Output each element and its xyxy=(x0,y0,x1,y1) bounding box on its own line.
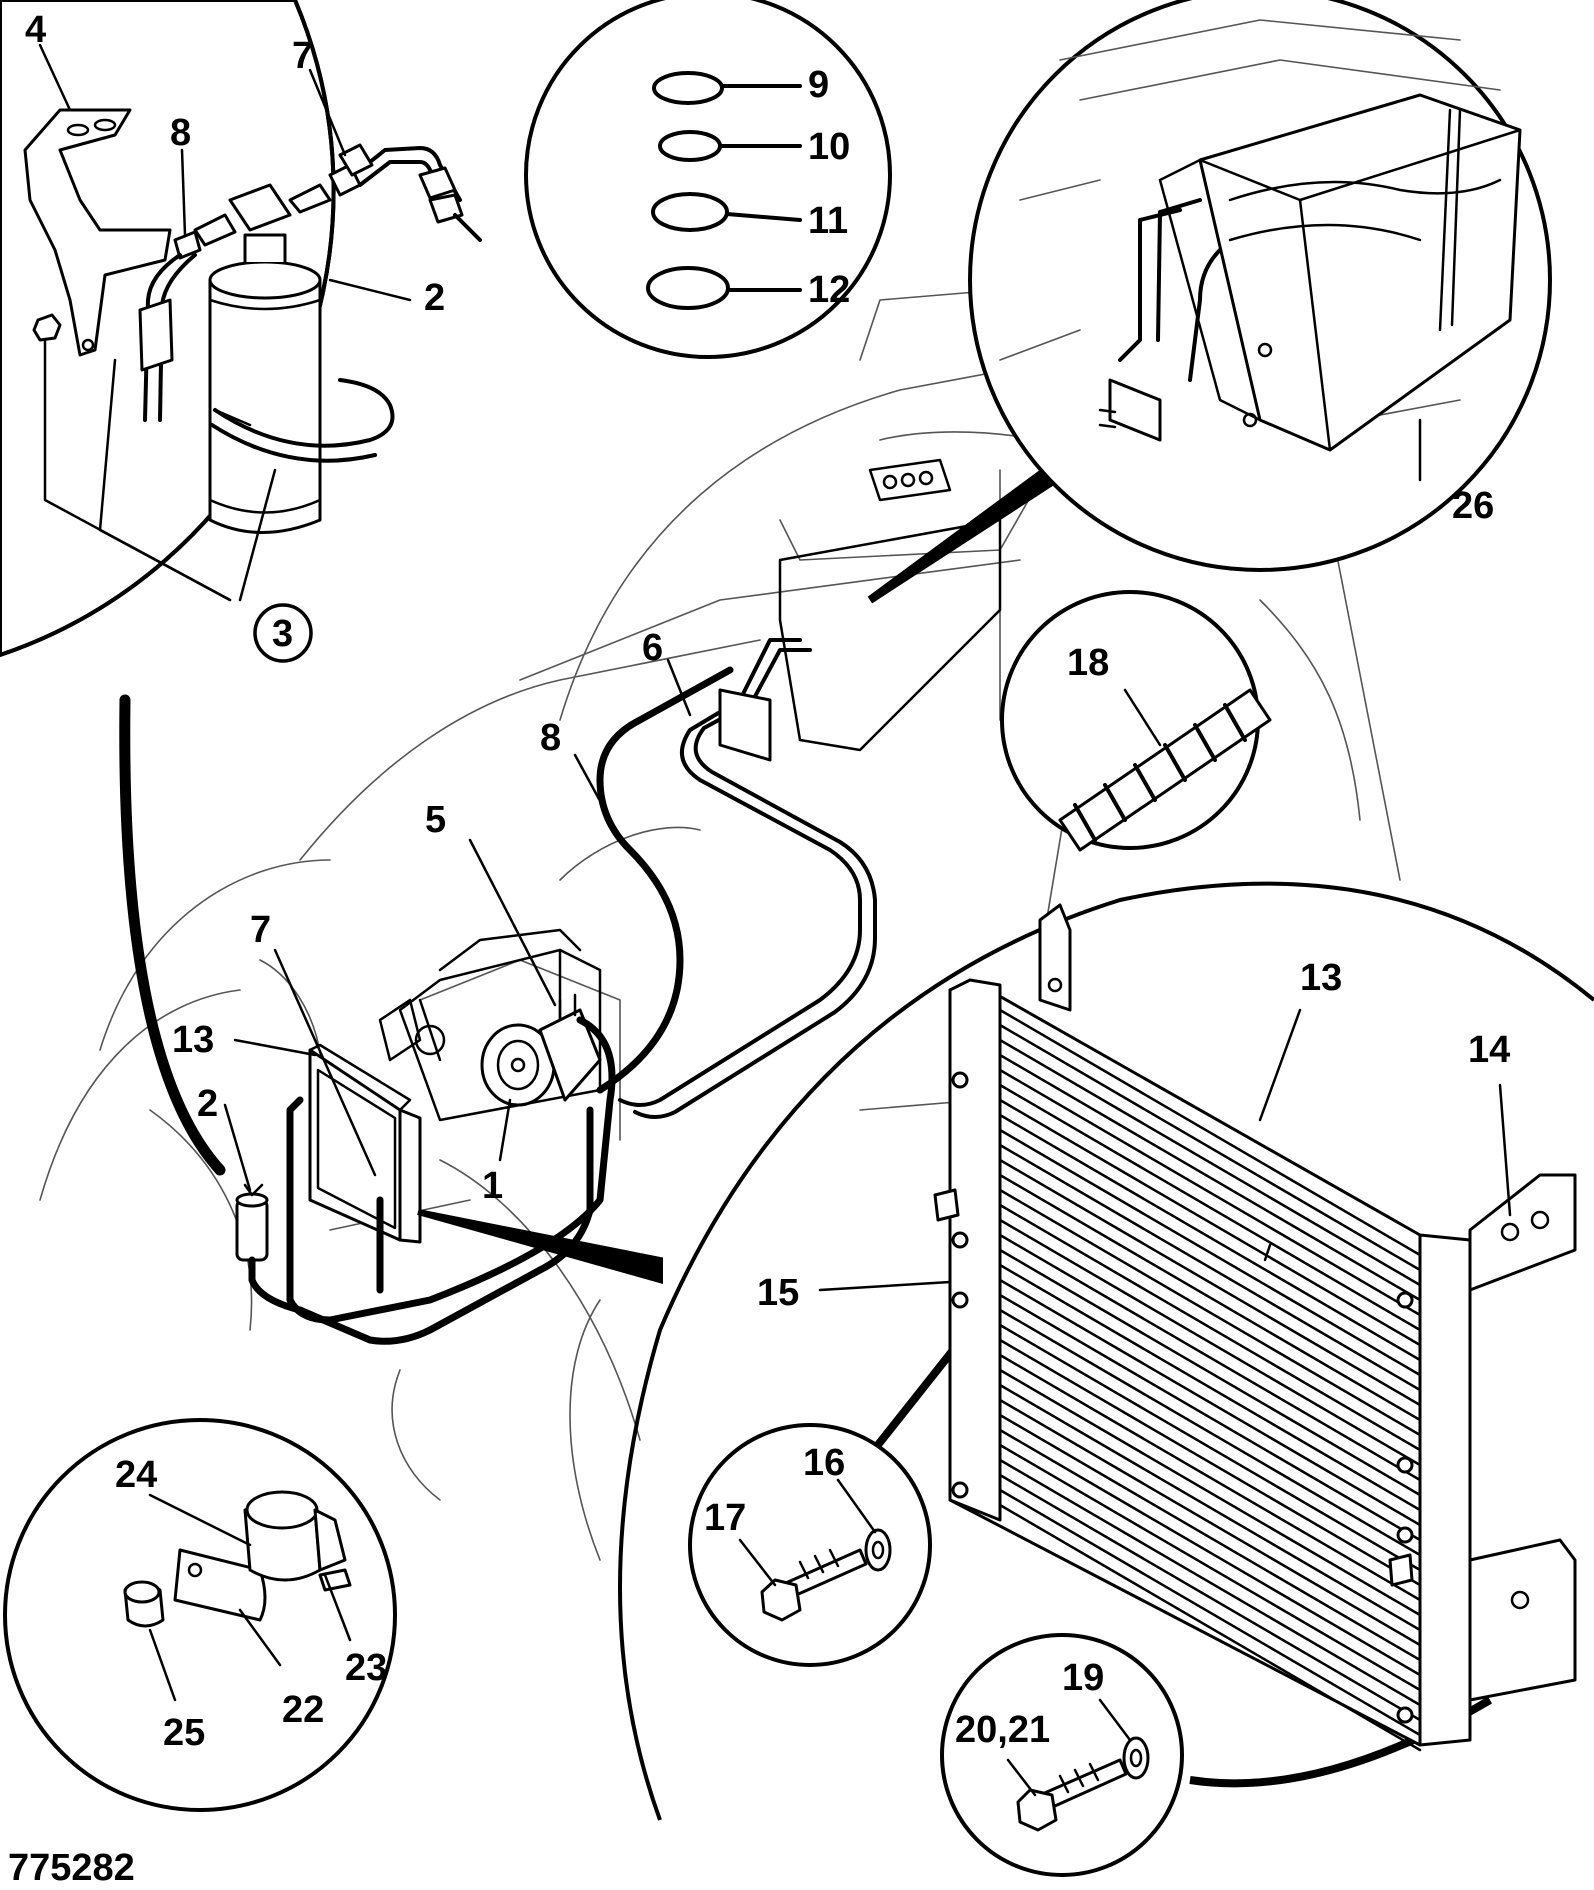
callout-24: 24 xyxy=(115,1454,157,1496)
condenser-small xyxy=(308,1043,422,1244)
callout-4: 4 xyxy=(25,9,46,51)
refrigerant-hoses xyxy=(248,638,877,1345)
condenser-fin-line xyxy=(998,1083,1422,1332)
condenser-fin-line xyxy=(998,1398,1422,1647)
callout-26: 26 xyxy=(1452,485,1494,527)
callout-9: 9 xyxy=(808,64,829,106)
condenser-fin-line xyxy=(998,1098,1422,1347)
callout-19: 19 xyxy=(1062,1657,1104,1699)
condenser-fin-line xyxy=(998,1218,1422,1467)
callout-3-circle xyxy=(253,603,313,663)
condenser-fin-line xyxy=(998,1428,1422,1677)
callout-11: 11 xyxy=(808,200,848,242)
condenser-fin-line xyxy=(998,1368,1422,1617)
condenser-fin-line xyxy=(998,1293,1422,1542)
callout-18: 18 xyxy=(1067,642,1109,684)
condenser-fin-line xyxy=(998,1113,1422,1362)
callout-8: 8 xyxy=(540,717,561,759)
condenser-fin-line xyxy=(998,1473,1422,1722)
bulkhead-grommet-plate xyxy=(718,688,772,762)
condenser-core-fins xyxy=(998,1008,1422,1752)
cab-heater-unit-outline xyxy=(778,458,1002,752)
callout-15: 15 xyxy=(757,1272,799,1314)
figure-number: 775282 xyxy=(8,1847,135,1889)
condenser-fin-line xyxy=(998,1188,1422,1437)
condenser-fin-line xyxy=(998,1353,1422,1602)
callout-23: 23 xyxy=(345,1647,387,1689)
callout-2: 2 xyxy=(197,1083,218,1125)
callout-13-detail: 13 xyxy=(1300,957,1342,999)
condenser-fin-line xyxy=(998,1008,1422,1257)
receiver-drier-detail-bubble xyxy=(0,0,482,658)
condenser-fin-line xyxy=(998,1248,1422,1497)
callout-14: 14 xyxy=(1468,1029,1510,1071)
callout-labels: 4 8 7 2 3 9 10 11 12 26 6 8 18 5 7 13 2 … xyxy=(8,9,1510,1889)
condenser-fin-line xyxy=(998,1233,1422,1482)
receiver-drier-small xyxy=(235,1183,269,1262)
bolt-washer-19-21-bubble xyxy=(940,1633,1184,1877)
condenser-fin-line xyxy=(998,1458,1422,1707)
callout-1: 1 xyxy=(482,1165,503,1207)
callout-20-21: 20,21 xyxy=(955,1709,1050,1751)
condenser-fin-line xyxy=(998,1173,1422,1422)
callout-12: 12 xyxy=(808,269,850,311)
callout-5: 5 xyxy=(425,799,446,841)
condenser-fin-line xyxy=(998,1383,1422,1632)
condenser-detail-bubble xyxy=(618,881,1594,1821)
evaporator-detail-bubble xyxy=(968,0,1552,572)
condenser-fin-line xyxy=(998,1488,1422,1737)
callout-17: 17 xyxy=(704,1497,746,1539)
condenser-fin-line xyxy=(998,1263,1422,1512)
callout-25: 25 xyxy=(163,1712,205,1754)
callout-10: 10 xyxy=(808,126,850,168)
condenser-fin-line xyxy=(998,1128,1422,1377)
callout-2-detail: 2 xyxy=(424,277,445,319)
callout-16: 16 xyxy=(803,1442,845,1484)
callout-8-detail: 8 xyxy=(170,112,191,154)
zoom-pointer-lines xyxy=(119,454,1493,1788)
clamp-detail-bubble xyxy=(3,1418,397,1812)
condenser-fin-line xyxy=(998,1338,1422,1587)
condenser-fin-line xyxy=(998,1278,1422,1527)
callout-22: 22 xyxy=(282,1689,324,1731)
condenser-fin-line xyxy=(998,1068,1422,1317)
callout-7-detail: 7 xyxy=(292,35,313,77)
condenser-fin-line xyxy=(998,1143,1422,1392)
condenser-fin-line xyxy=(998,1503,1422,1752)
o-rings-detail-bubble xyxy=(524,0,892,359)
bolt-washer-16-17-bubble xyxy=(688,1423,932,1667)
compressor xyxy=(480,993,602,1107)
condenser-fin-line xyxy=(998,1443,1422,1692)
condenser-fin-line xyxy=(998,1323,1422,1572)
condenser-fin-line xyxy=(998,1158,1422,1407)
condenser-fin-line xyxy=(998,1203,1422,1452)
centre-leader-lines xyxy=(223,418,1512,1292)
callout-7: 7 xyxy=(250,909,271,951)
condenser-fin-line xyxy=(998,1038,1422,1287)
condenser-fin-line xyxy=(998,1413,1422,1662)
callout-13: 13 xyxy=(172,1019,214,1061)
condenser-fin-line xyxy=(998,1023,1422,1272)
condenser-fin-line xyxy=(998,1308,1422,1557)
callout-3: 3 xyxy=(272,613,293,655)
condenser-fin-line xyxy=(998,1053,1422,1302)
callout-6: 6 xyxy=(642,627,663,669)
hose-sleeve-detail-bubble xyxy=(1000,590,1272,852)
